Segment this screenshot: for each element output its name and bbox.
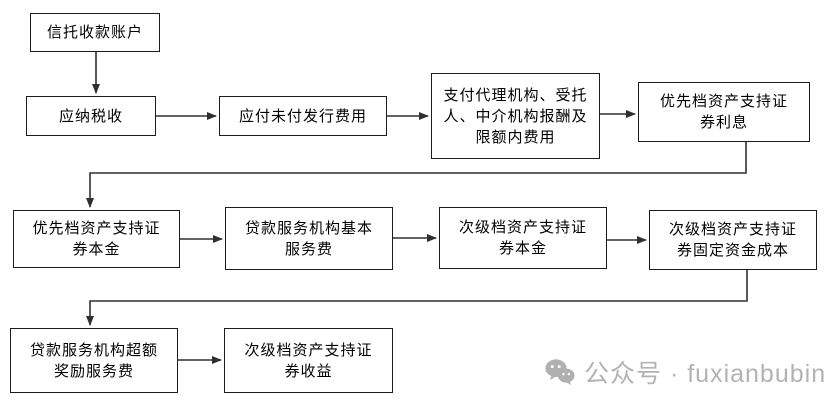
node-taxes-payable: 应纳税收 (26, 96, 156, 136)
node-subordinate-tranche-principal: 次级档资产支持证 券本金 (439, 207, 607, 269)
node-unpaid-issuance-fees: 应付未付发行费用 (219, 96, 387, 136)
node-subordinate-residual-income: 次级档资产支持证 券收益 (224, 328, 393, 393)
connector-senior-interest-to-senior-principal (86, 142, 747, 208)
wechat-account-label: 公众号 · fuxianbubin (584, 360, 827, 388)
node-senior-tranche-principal: 优先档资产支持证 券本金 (13, 210, 180, 268)
wechat-icon (545, 358, 575, 386)
node-trust-collection-account: 信托收款账户 (30, 13, 160, 52)
node-agency-intermediary-fees: 支付代理机构、受托 人、中介机构报酬及 限额内费用 (431, 73, 600, 159)
connector-sub-fixed-cost-to-servicer-excess (86, 270, 748, 326)
node-subordinate-fixed-cost: 次级档资产支持证 券固定资金成本 (649, 210, 817, 270)
node-servicer-base-fee: 贷款服务机构基本 服务费 (225, 207, 393, 270)
node-senior-tranche-interest: 优先档资产支持证 券利息 (638, 82, 810, 142)
node-servicer-excess-incentive-fee: 贷款服务机构超额 奖励服务费 (10, 328, 178, 393)
wechat-watermark: 公众号 · fuxianbubin (545, 354, 826, 390)
